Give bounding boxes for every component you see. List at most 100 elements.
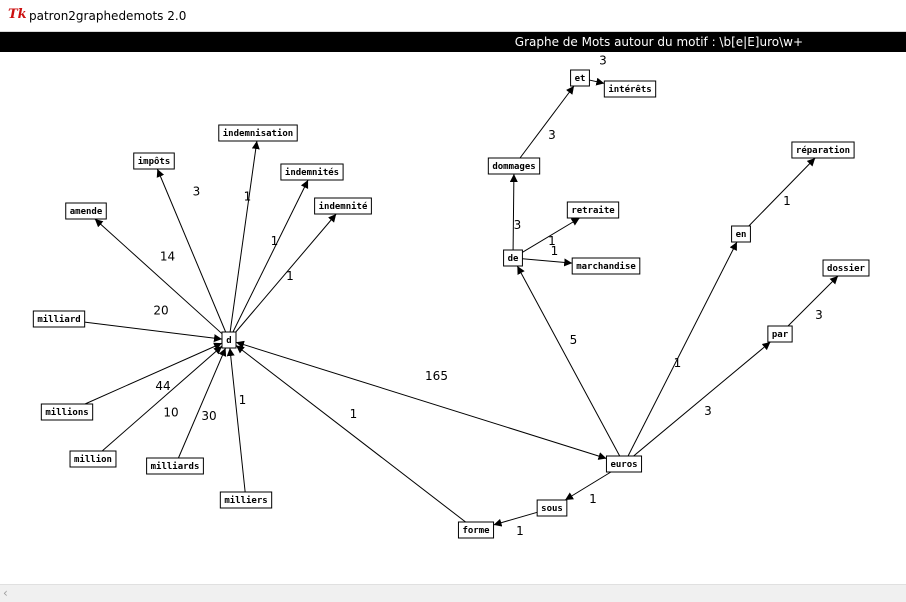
edge-d-indemnites — [232, 179, 309, 333]
node-box — [280, 163, 344, 181]
edge-milliers-d — [226, 347, 246, 493]
tk-feather-icon: Tk — [8, 7, 27, 22]
node-box — [221, 331, 237, 349]
node-label: euros — [610, 460, 637, 470]
node-box — [146, 457, 204, 475]
edge-milliards-d — [177, 347, 227, 459]
node-label: de — [508, 254, 519, 264]
node-box — [570, 69, 590, 87]
node-label: dossier — [827, 263, 866, 274]
node-forme[interactable]: forme — [457, 521, 495, 539]
node-et[interactable]: et — [570, 69, 590, 87]
node-box — [503, 249, 523, 267]
node-impots[interactable]: impôts — [133, 152, 175, 170]
node-d[interactable]: d — [221, 331, 237, 349]
horizontal-scrollbar[interactable]: ‹ — [0, 584, 906, 602]
edge-weight-label: 1 — [286, 269, 294, 283]
edge-d-impots — [156, 168, 227, 333]
node-label: d — [226, 336, 231, 346]
node-box — [536, 499, 568, 517]
node-label: millions — [45, 407, 88, 418]
node-milliard[interactable]: milliard — [32, 310, 86, 328]
title-bar: Tk patron2graphedemots 2.0 — [0, 0, 906, 32]
graph-header-title: Graphe de Mots autour du motif : \b[e|E]… — [514, 35, 803, 49]
node-box — [791, 141, 855, 159]
node-label: indemnité — [319, 201, 368, 212]
node-box — [767, 325, 793, 343]
node-retraite[interactable]: retraite — [566, 201, 620, 219]
node-label: par — [772, 330, 789, 340]
node-label: réparation — [796, 145, 850, 156]
edge-weight-label: 1 — [244, 190, 252, 204]
edge-d-indemnite — [235, 213, 337, 333]
edge-weight-label: 1 — [516, 524, 524, 538]
node-box — [219, 491, 273, 509]
edge-weight-label: 3 — [704, 404, 712, 418]
edge-weight-label: 1 — [350, 407, 358, 421]
node-en[interactable]: en — [731, 225, 751, 243]
node-label: milliard — [37, 314, 80, 325]
node-dossier[interactable]: dossier — [822, 259, 870, 277]
edge-weight-label: 3 — [815, 308, 823, 322]
node-indemnites[interactable]: indemnités — [280, 163, 344, 181]
edge-euros-de — [516, 265, 621, 457]
edge-weight-label: 3 — [548, 128, 556, 142]
node-label: milliers — [224, 495, 267, 506]
edge-weight-label: 5 — [570, 333, 578, 347]
node-box — [65, 202, 107, 220]
edge-euros-sous — [564, 471, 612, 501]
graph-header-bar: Graphe de Mots autour du motif : \b[e|E]… — [0, 32, 906, 52]
node-label: retraite — [571, 205, 615, 216]
edge-weight-label: 1 — [551, 244, 559, 258]
node-par[interactable]: par — [767, 325, 793, 343]
node-label: dommages — [492, 162, 535, 172]
node-indemnisation[interactable]: indemnisation — [218, 124, 298, 142]
scroll-left-arrow-icon[interactable]: ‹ — [3, 586, 8, 600]
edge-weight-label: 1 — [589, 492, 597, 506]
node-amende[interactable]: amende — [65, 202, 107, 220]
edge-weight-label: 165 — [425, 369, 448, 383]
edge-millions-d — [84, 342, 223, 405]
edge-de-dommages — [509, 173, 518, 251]
edge-d-indemnisation — [229, 140, 260, 333]
edge-dommages-et — [519, 85, 575, 159]
node-box — [40, 403, 94, 421]
node-label: million — [74, 454, 112, 465]
node-label: indemnités — [285, 167, 339, 178]
node-millions[interactable]: millions — [40, 403, 94, 421]
edge-euros-d — [235, 340, 607, 460]
node-indemnite[interactable]: indemnité — [314, 197, 372, 215]
node-million[interactable]: million — [69, 450, 117, 468]
node-reparation[interactable]: réparation — [791, 141, 855, 159]
node-interets[interactable]: intérêts — [603, 80, 657, 98]
edge-weight-label: 1 — [548, 234, 556, 248]
edge-par-dossier — [787, 275, 839, 327]
node-box — [487, 157, 541, 175]
edge-et-interets — [589, 77, 605, 86]
edge-weight-label: 14 — [160, 250, 175, 264]
node-box — [133, 152, 175, 170]
node-label: en — [736, 230, 747, 240]
node-box — [566, 201, 620, 219]
node-box — [32, 310, 86, 328]
node-sous[interactable]: sous — [536, 499, 568, 517]
node-box — [731, 225, 751, 243]
edge-d-amende — [94, 218, 223, 335]
node-box — [605, 455, 643, 473]
node-box — [69, 450, 117, 468]
node-euros[interactable]: euros — [605, 455, 643, 473]
node-milliards[interactable]: milliards — [146, 457, 204, 475]
node-de[interactable]: de — [503, 249, 523, 267]
edge-weight-label: 1 — [783, 194, 791, 208]
node-label: amende — [70, 207, 103, 217]
edge-weight-label: 20 — [153, 304, 168, 318]
node-box — [457, 521, 495, 539]
edge-euros-par — [633, 341, 771, 457]
edge-weight-label: 44 — [155, 379, 170, 393]
node-box — [314, 197, 372, 215]
node-marchandise[interactable]: marchandise — [571, 257, 641, 275]
edge-weight-label: 1 — [271, 234, 279, 248]
node-dommages[interactable]: dommages — [487, 157, 541, 175]
node-milliers[interactable]: milliers — [219, 491, 273, 509]
